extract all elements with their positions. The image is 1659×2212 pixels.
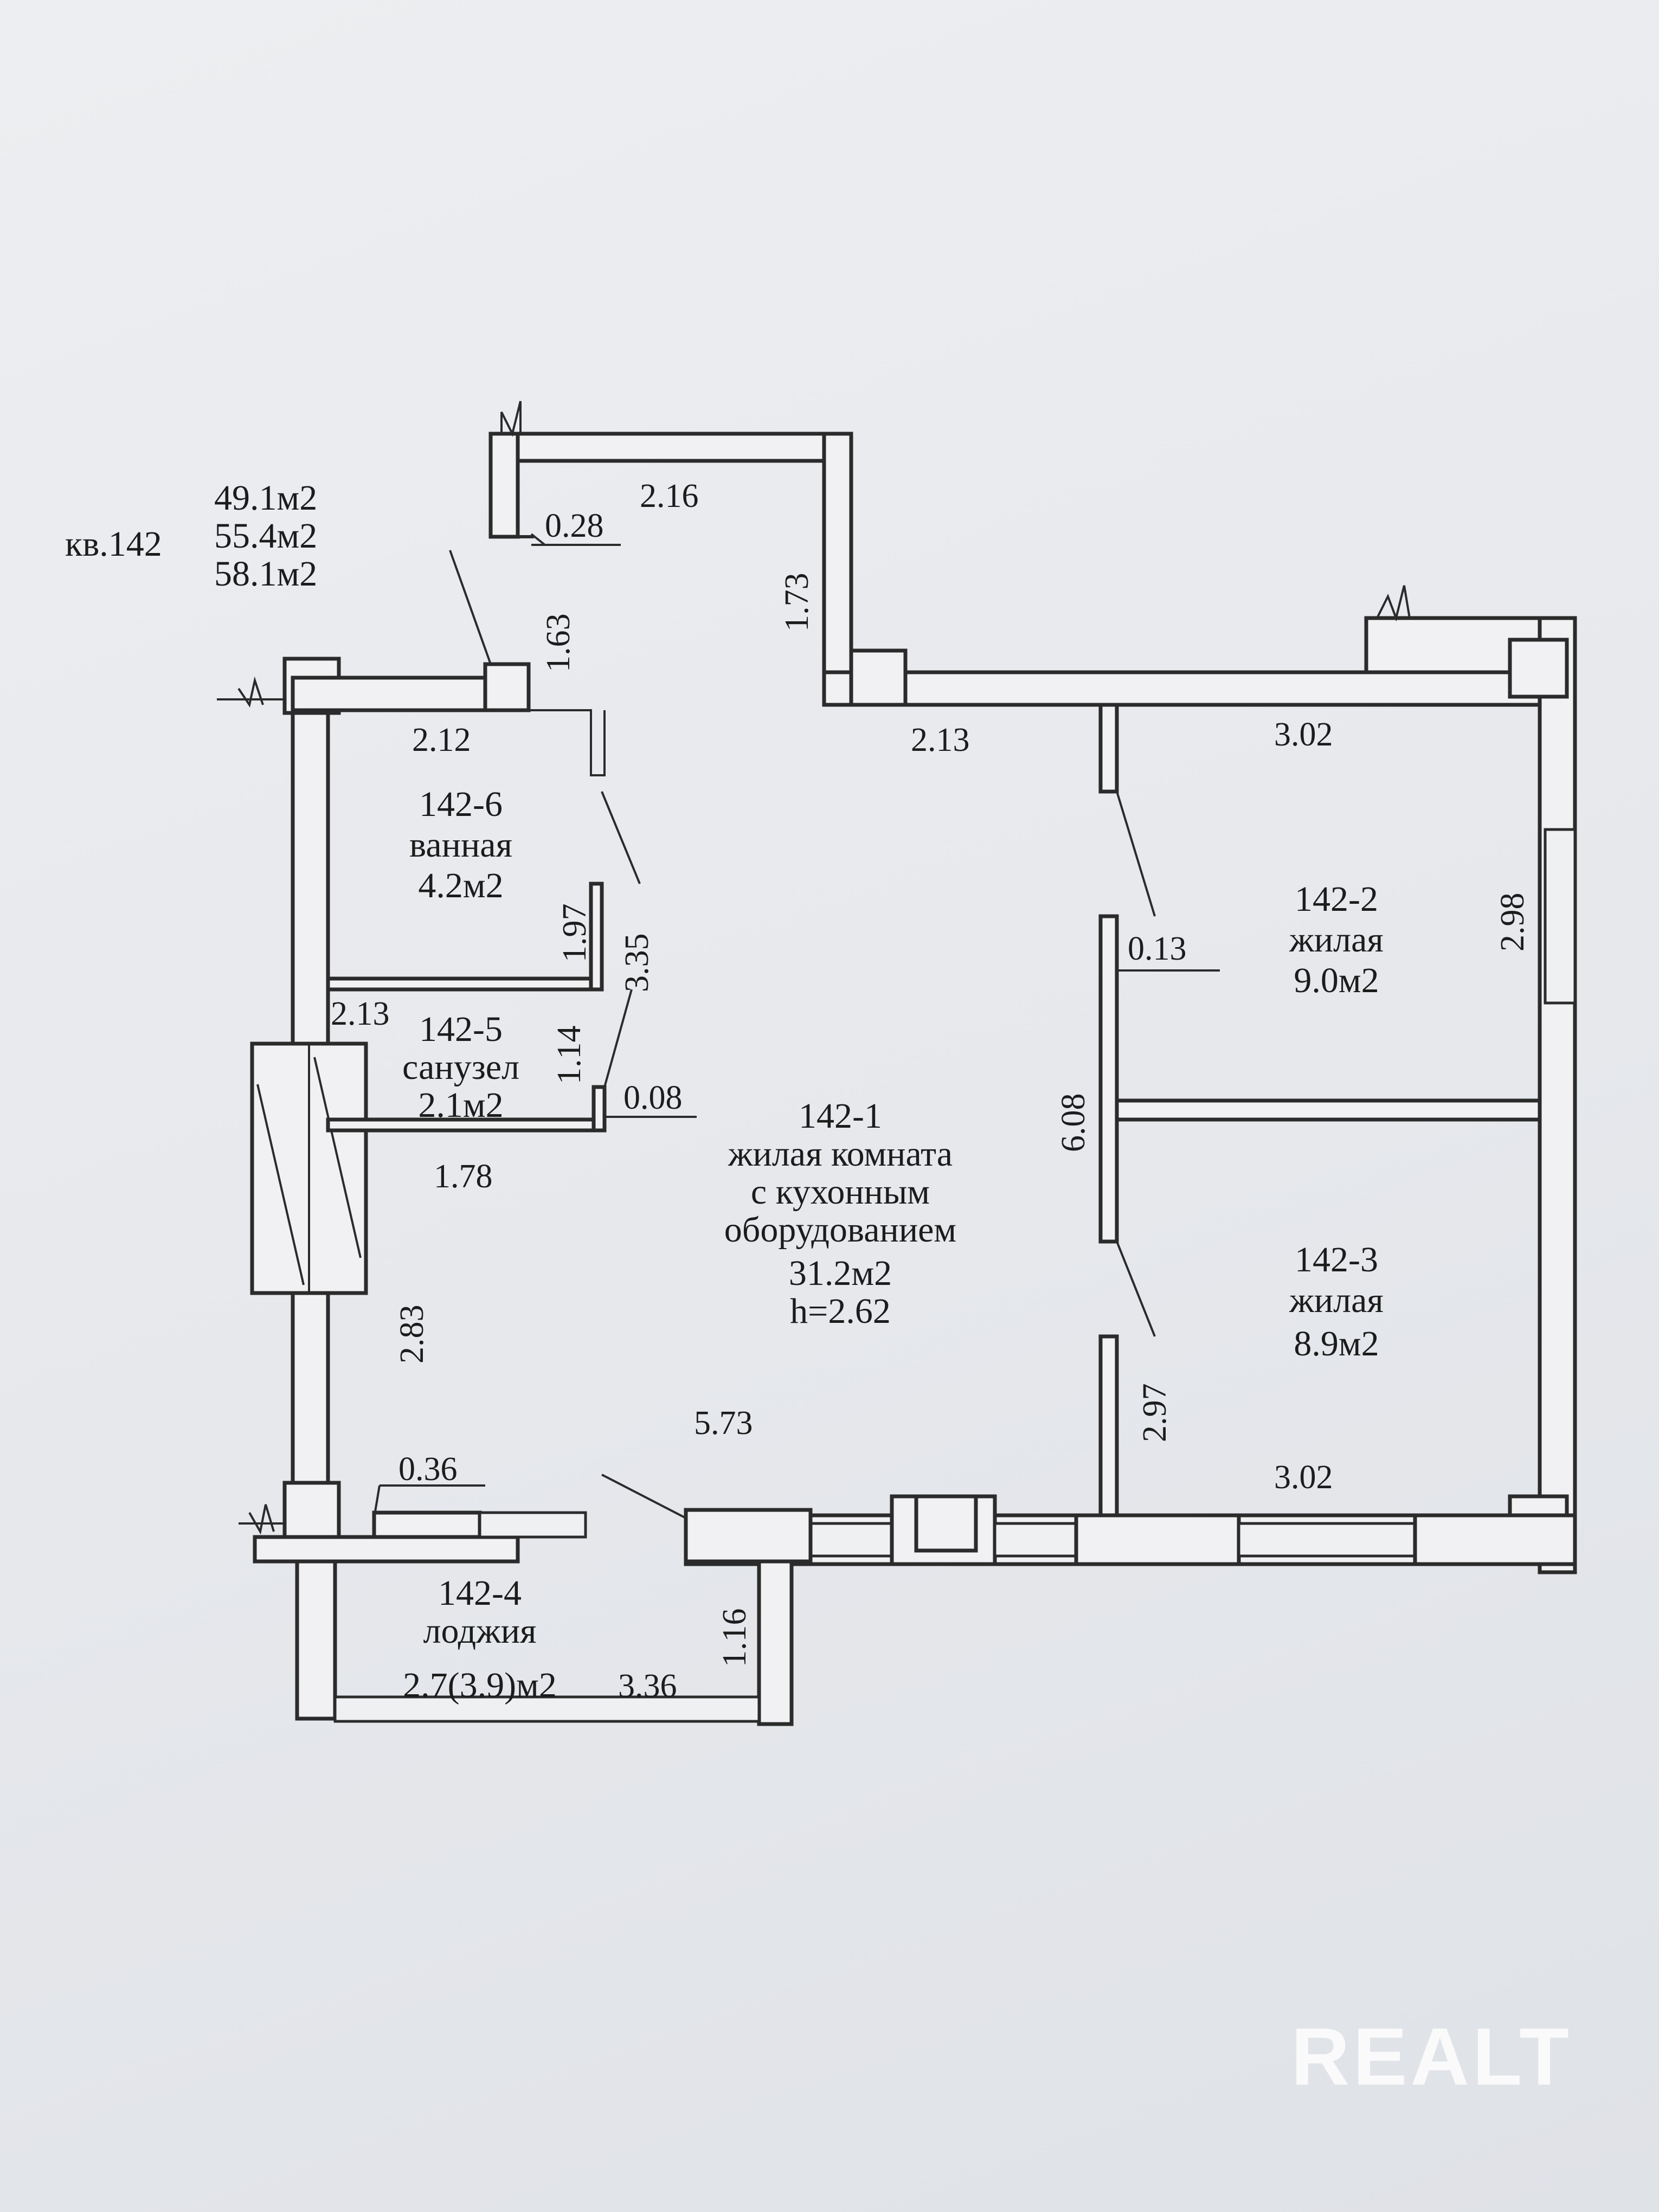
dim-3-02-bottom: 3.02 xyxy=(1274,1459,1333,1496)
room-bedroom1-type: жилая xyxy=(1289,920,1384,960)
apartment-area-loggia: 58.1м2 xyxy=(214,554,317,594)
room-main-number: 142-1 xyxy=(799,1096,882,1136)
wall-left xyxy=(217,657,531,1539)
dim-2-13-top: 2.13 xyxy=(911,722,970,758)
loggia-walls xyxy=(239,1474,813,1726)
room-main-height: h=2.62 xyxy=(790,1291,891,1331)
dim-5-73: 5.73 xyxy=(694,1405,753,1442)
apartment-area-living: 49.1м2 xyxy=(214,478,317,518)
dim-3-35: 3.35 xyxy=(619,934,655,993)
room-loggia-area: 2.7(3.9)м2 xyxy=(403,1666,557,1705)
wall-upper-shaft xyxy=(488,401,853,707)
room-loggia-number: 142-4 xyxy=(438,1573,522,1613)
room-main-line3: оборудованием xyxy=(724,1210,956,1250)
room-wc-number: 142-5 xyxy=(419,1009,503,1049)
window-bottom-2 xyxy=(993,1522,1078,1558)
room-bedroom2-area: 8.9м2 xyxy=(1294,1324,1379,1364)
room-wc-area: 2.1м2 xyxy=(418,1085,503,1125)
wall-bottom xyxy=(684,1494,1577,1566)
apartment-area-total: 55.4м2 xyxy=(214,516,317,556)
dim-0-28: 0.28 xyxy=(545,507,604,544)
window-right-top xyxy=(1544,828,1577,1005)
dim-0-36: 0.36 xyxy=(398,1451,458,1488)
room-bedroom2-number: 142-3 xyxy=(1295,1240,1378,1279)
leader-kv xyxy=(449,550,492,665)
dim-2-13-wc: 2.13 xyxy=(331,995,390,1032)
watermark-logo: REALT xyxy=(1291,2011,1572,2102)
dim-1-14: 1.14 xyxy=(551,1026,588,1085)
room-loggia-type: лоджия xyxy=(423,1611,537,1651)
dim-2-98: 2.98 xyxy=(1494,893,1531,952)
room-main-area: 31.2м2 xyxy=(789,1253,892,1293)
dim-0-13: 0.13 xyxy=(1128,930,1187,967)
dim-1-63: 1.63 xyxy=(540,614,577,673)
room-bath-number: 142-6 xyxy=(419,785,503,824)
dim-2-97: 2.97 xyxy=(1136,1384,1173,1443)
apartment-label: кв.142 xyxy=(65,524,162,564)
dim-1-73: 1.73 xyxy=(779,573,815,632)
dim-3-02-top: 3.02 xyxy=(1274,716,1333,753)
dim-2-83: 2.83 xyxy=(394,1305,430,1364)
room-wc-type: санузел xyxy=(402,1047,519,1087)
dim-1-97: 1.97 xyxy=(556,904,593,963)
room-bedroom2-type: жилая xyxy=(1289,1281,1384,1320)
wall-right xyxy=(1508,616,1577,1574)
partitions-bedrooms xyxy=(1098,703,1542,1517)
room-main-line1: жилая комната xyxy=(728,1134,953,1174)
dim-3-36: 3.36 xyxy=(618,1668,677,1705)
dim-2-16: 2.16 xyxy=(640,478,699,515)
window-bottom-3 xyxy=(1237,1522,1417,1558)
dim-6-08: 6.08 xyxy=(1055,1094,1092,1153)
partitions-bath xyxy=(326,709,641,1133)
dim-1-78: 1.78 xyxy=(434,1158,493,1195)
wall-top-right xyxy=(822,585,1577,707)
dim-1-16: 1.16 xyxy=(716,1609,753,1668)
room-bath-type: ванная xyxy=(409,825,512,865)
dim-2-12: 2.12 xyxy=(412,722,471,758)
window-bottom-1 xyxy=(809,1522,893,1558)
dim-0-08: 0.08 xyxy=(623,1079,683,1116)
room-bath-area: 4.2м2 xyxy=(418,866,503,905)
room-bedroom1-area: 9.0м2 xyxy=(1294,961,1379,1000)
room-main-line2: с кухонным xyxy=(751,1172,930,1212)
room-bedroom1-number: 142-2 xyxy=(1295,879,1378,919)
